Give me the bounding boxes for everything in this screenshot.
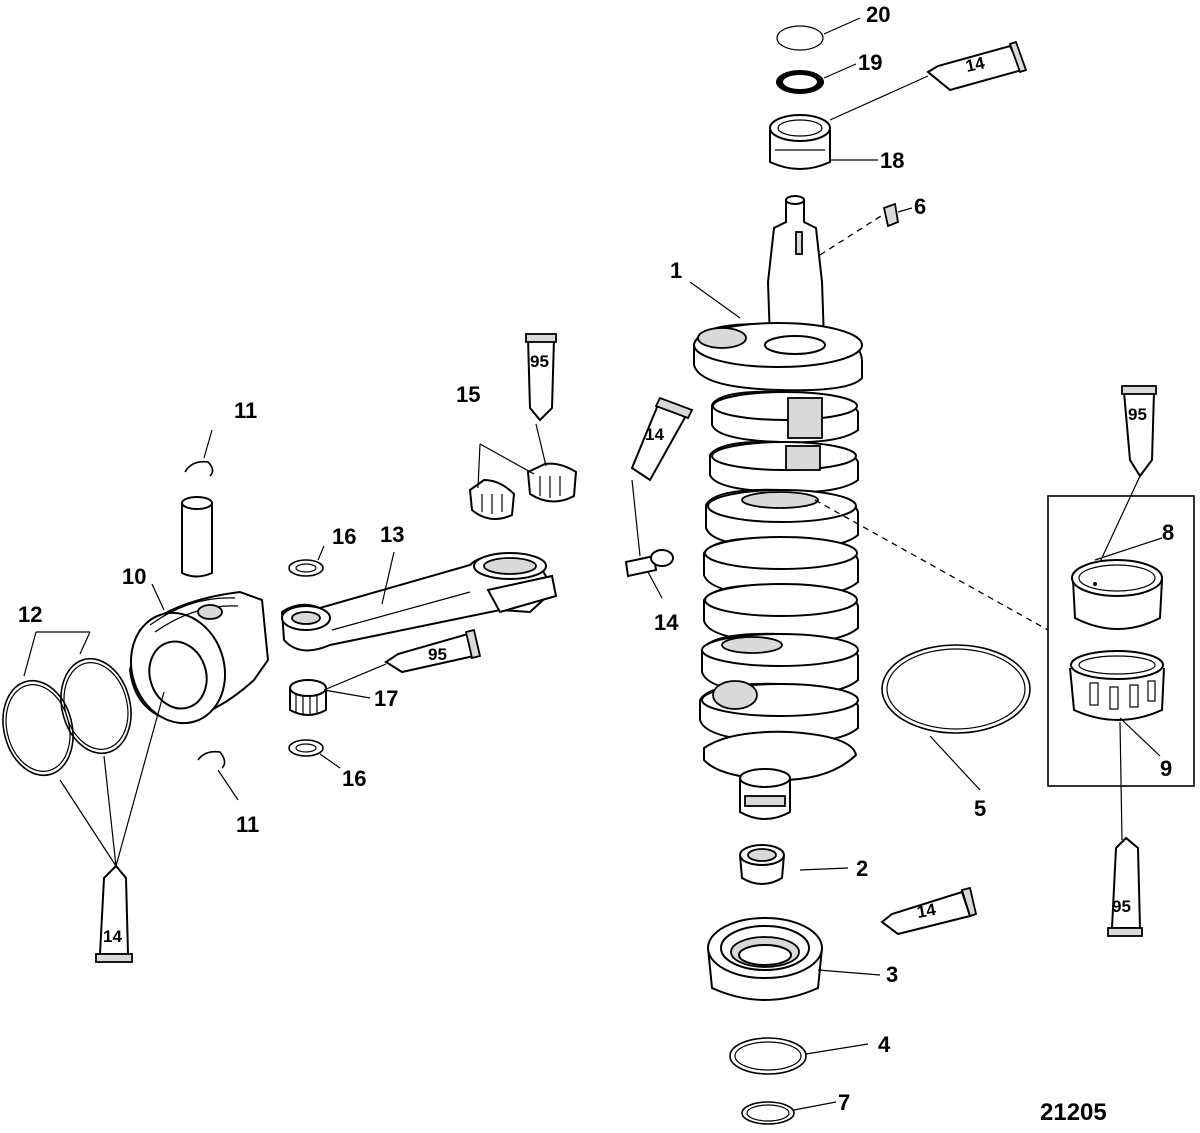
connecting-rod-13 bbox=[280, 552, 558, 652]
tube-label-17: 95 bbox=[428, 645, 447, 664]
sealant-tube-bottom: 14 bbox=[880, 886, 978, 936]
piston-ring-12b bbox=[60, 657, 132, 755]
callout-7: 7 bbox=[838, 1090, 850, 1115]
tube-label-bottom: 14 bbox=[915, 900, 937, 922]
callout-14-bolt: 14 bbox=[654, 610, 679, 635]
callout-11-lower: 11 bbox=[236, 812, 259, 837]
callout-6: 6 bbox=[914, 194, 926, 219]
callout-11-upper: 11 bbox=[234, 398, 257, 423]
woodruff-key-6 bbox=[882, 202, 900, 228]
tube-label-top: 14 bbox=[964, 53, 987, 76]
sealant-tube-17: 95 bbox=[384, 628, 482, 674]
crankshaft-1 bbox=[693, 195, 863, 820]
ring-5 bbox=[881, 644, 1031, 734]
sealant-tube-mid: 14 bbox=[630, 396, 694, 482]
ball-bearing-3 bbox=[707, 917, 823, 1001]
tube-label-left: 14 bbox=[103, 927, 122, 946]
circlip-11-upper bbox=[184, 460, 214, 477]
callout-3: 3 bbox=[886, 962, 898, 987]
callout-4: 4 bbox=[878, 1032, 891, 1057]
callout-9: 9 bbox=[1160, 756, 1172, 781]
washer-7 bbox=[741, 1101, 795, 1125]
sealant-tube-right-bottom: 95 bbox=[1107, 836, 1143, 937]
retaining-ring-4 bbox=[729, 1037, 807, 1075]
needle-bearing-18 bbox=[769, 114, 831, 170]
figure-number: 21205 bbox=[1040, 1099, 1107, 1126]
callout-18: 18 bbox=[880, 148, 904, 173]
sealant-tube-15: 95 bbox=[525, 333, 557, 422]
callout-16-upper: 16 bbox=[332, 524, 356, 549]
bearing-leader-dashed bbox=[814, 499, 1049, 631]
needle-bearing-17 bbox=[289, 679, 327, 716]
callout-17: 17 bbox=[374, 686, 398, 711]
piston-ring-12a bbox=[2, 679, 74, 777]
callout-19: 19 bbox=[858, 50, 882, 75]
bushing-2 bbox=[739, 844, 785, 885]
tube-label-15: 95 bbox=[530, 352, 549, 371]
bearing-half-15a bbox=[468, 478, 516, 520]
callout-13: 13 bbox=[380, 522, 404, 547]
sealant-tube-right-top: 95 bbox=[1121, 385, 1157, 478]
tube-label-mid: 14 bbox=[645, 425, 664, 444]
sealant-tube-top: 14 bbox=[926, 40, 1028, 92]
rod-bolt-14 bbox=[624, 549, 674, 578]
washer-16-upper bbox=[288, 559, 324, 577]
piston-pin bbox=[181, 496, 213, 578]
callout-labels: 20 19 18 6 1 8 9 5 2 3 4 7 21205 14 15 1… bbox=[18, 2, 1174, 1126]
roller-bearing-9 bbox=[1069, 650, 1165, 721]
callout-12: 12 bbox=[18, 602, 42, 627]
tube-label-right-bottom: 95 bbox=[1112, 897, 1131, 916]
seal-19 bbox=[776, 70, 824, 94]
callout-20: 20 bbox=[866, 2, 890, 27]
tube-label-right-top: 95 bbox=[1128, 405, 1147, 424]
circlip-11-lower bbox=[197, 750, 226, 769]
callout-16-lower: 16 bbox=[342, 766, 366, 791]
key-leader-dashed bbox=[819, 213, 885, 256]
callout-15: 15 bbox=[456, 382, 480, 407]
callout-10: 10 bbox=[122, 564, 146, 589]
leader-lines bbox=[23, 17, 1163, 1111]
callout-1: 1 bbox=[670, 258, 682, 283]
bearing-half-15b bbox=[526, 462, 578, 503]
callout-8: 8 bbox=[1162, 520, 1174, 545]
o-ring-20 bbox=[776, 25, 824, 51]
callout-2: 2 bbox=[856, 856, 868, 881]
washer-16-lower bbox=[288, 739, 324, 757]
piston-10 bbox=[128, 590, 270, 725]
callout-5: 5 bbox=[974, 796, 986, 821]
bearing-race-8 bbox=[1071, 559, 1163, 630]
sealant-tube-left: 14 bbox=[95, 864, 133, 963]
